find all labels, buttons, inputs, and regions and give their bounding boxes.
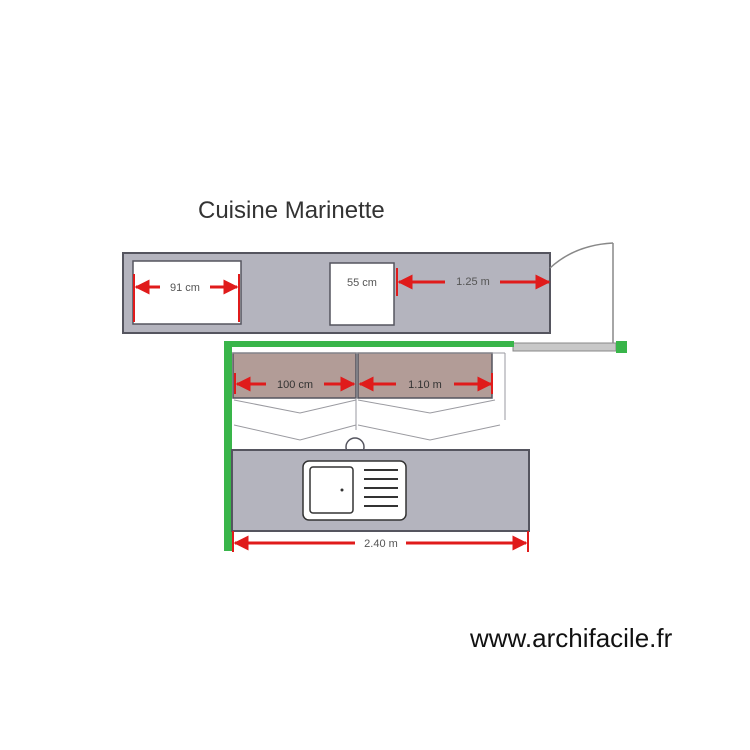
dimension-label: 1.10 m [408, 379, 442, 391]
upper-middle-appliance [329, 262, 395, 326]
dimension-label: 100 cm [277, 379, 313, 391]
sink-icon [302, 460, 407, 521]
dimension-label: 91 cm [170, 282, 200, 294]
plan-title: Cuisine Marinette [198, 197, 385, 224]
dimension-label: 2.40 m [364, 538, 398, 550]
dimension-upper-left: 91 cm [133, 274, 240, 322]
cabinet-doors [232, 352, 506, 441]
upper-left-appliance [132, 260, 242, 325]
dimension-bottom: 2.40 m [232, 531, 529, 552]
dimension-middle-right: 1.10 m [358, 373, 493, 394]
dimension-middle-left: 100 cm [234, 373, 356, 394]
window [512, 342, 617, 352]
middle-right-cabinet [357, 352, 493, 399]
middle-left-cabinet [232, 352, 357, 399]
wall [224, 341, 627, 551]
dimension-label: 55 cm [347, 277, 377, 289]
door-swing-icon [549, 242, 614, 345]
site-watermark: www.archifacile.fr [470, 623, 673, 653]
dimension-upper-right: 1.25 m [396, 268, 551, 296]
dimension-label: 1.25 m [456, 276, 490, 288]
